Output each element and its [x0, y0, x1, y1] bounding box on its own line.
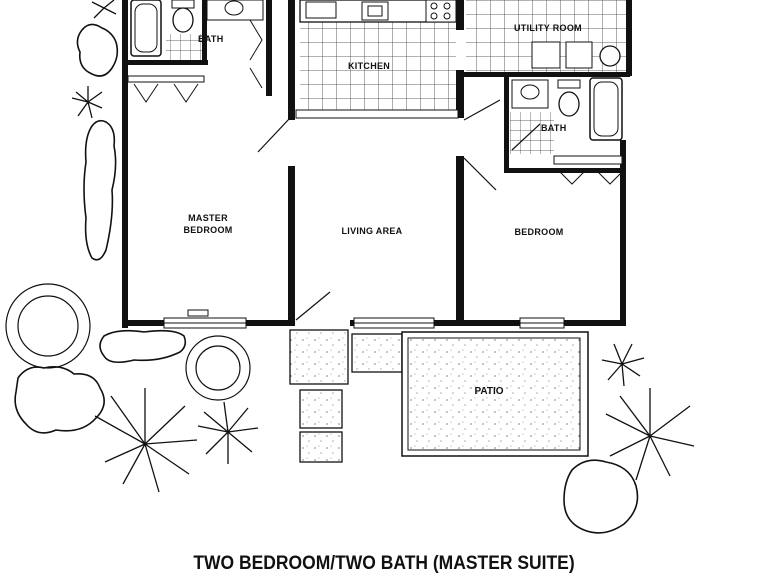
room-label-patio: PATIO — [474, 386, 503, 397]
room-label-bath-second: BATH — [541, 123, 567, 133]
palm-icon-group — [71, 0, 695, 493]
room-label-kitchen: KITCHEN — [348, 61, 390, 71]
utility-fixtures — [531, 41, 621, 69]
shrub-icon-group — [14, 23, 639, 534]
plan-caption: TWO BEDROOM/TWO BATH (MASTER SUITE) — [193, 553, 575, 574]
kitchen-counters — [295, 0, 459, 119]
room-label-utility: UTILITY ROOM — [514, 23, 582, 33]
master-closet — [127, 75, 205, 103]
room-label-master-line1: MASTER — [188, 213, 228, 223]
tree-icon-group — [5, 283, 251, 401]
bedroom-closet — [553, 155, 623, 185]
walkway — [289, 329, 403, 463]
room-label-bedroom: BEDROOM — [514, 227, 563, 237]
windows — [163, 309, 565, 329]
master-bath-fixtures — [130, 0, 264, 89]
patio — [401, 331, 589, 457]
room-label-bath-master: BATH — [198, 34, 224, 44]
second-bath-fixtures — [511, 77, 623, 141]
room-label-living: LIVING AREA — [342, 226, 403, 236]
second-bath-floor — [510, 112, 554, 154]
room-label-master-line2: BEDROOM — [183, 225, 232, 235]
kitchen-floor — [300, 22, 456, 116]
interior-walls — [128, 0, 630, 326]
master-bath-floor — [166, 34, 204, 62]
doors — [257, 99, 541, 321]
